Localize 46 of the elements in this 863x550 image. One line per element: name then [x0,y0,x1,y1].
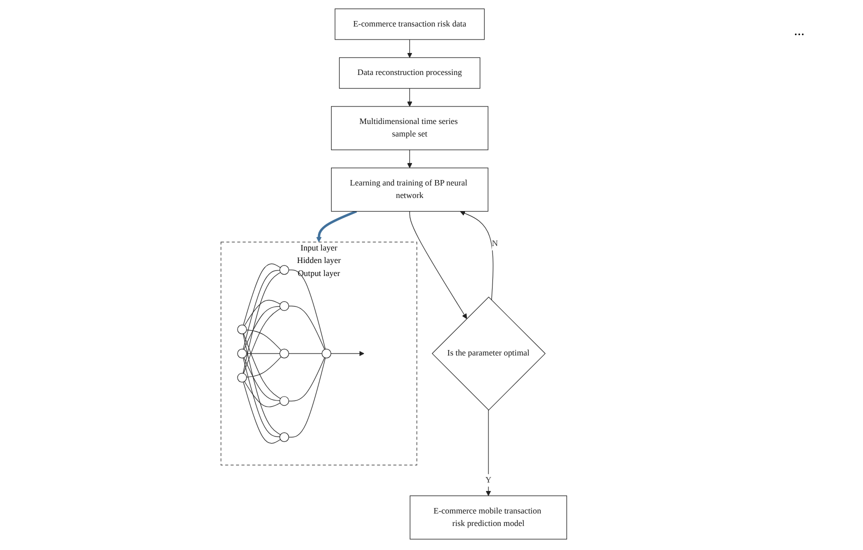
ellipsis-label: ... [794,24,804,40]
arrow [407,150,412,168]
connector [288,353,322,354]
node-circle [280,301,290,311]
node-circle [280,348,290,358]
connector [288,358,326,438]
node-circle [280,396,290,406]
node-box: E-commerce transaction risk data [334,8,485,40]
connector [243,382,281,444]
node-box: Learning and training of BP neural network [331,168,488,212]
connector [244,381,281,408]
arrow [407,88,412,107]
connector [244,300,281,326]
node-box: Multidimensional time series sample set [331,106,488,150]
connector [243,263,281,326]
connector [243,358,280,438]
connector [246,356,282,378]
connector [288,270,326,350]
node-circle [280,265,290,275]
connector [244,306,280,350]
connector [243,333,281,399]
edge-label: N [492,240,498,249]
arrow [316,210,358,242]
node-diamond: Is the parameter optimal [432,296,546,410]
connector [246,353,280,354]
connector [243,270,280,350]
arrow [486,410,492,496]
node-circle [280,432,290,442]
node-circle [237,324,248,334]
connector [243,308,281,374]
connector [242,272,281,374]
node-circle [322,348,332,358]
arrow [330,350,364,356]
node-circle [237,348,248,358]
connector [244,357,280,401]
arrow [407,39,412,58]
connector [242,334,281,436]
connector [288,306,326,350]
node-box: Data reconstruction processing [339,57,480,89]
connector [246,330,282,351]
arrow [410,211,468,319]
arrow [460,210,494,301]
node-circle [237,372,248,382]
edge-label: Y [485,476,492,485]
connector [288,357,326,402]
node-box: E-commerce mobile transaction risk prediction model [410,495,568,540]
